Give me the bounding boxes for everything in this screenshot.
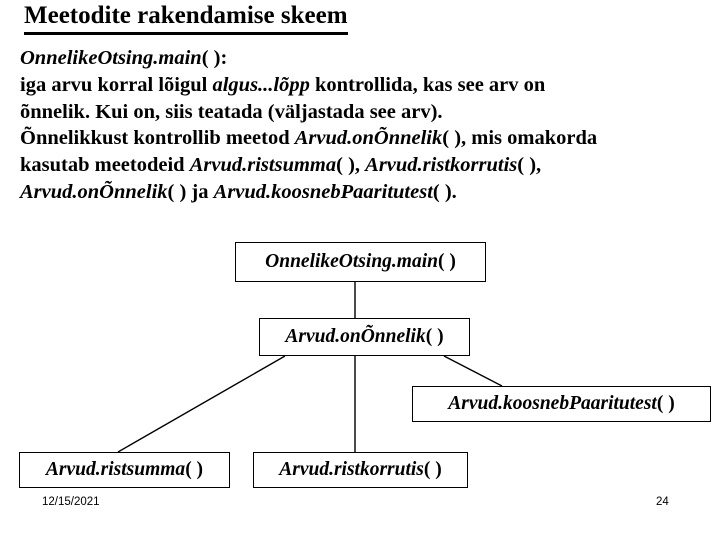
page-title-text: Meetodite rakendamise skeem [24, 1, 348, 35]
body-line: õnnelik. Kui on, siis teatada (väljastad… [20, 99, 710, 126]
body-text-run: ( ) ja [167, 180, 214, 203]
diagram-node-name: Arvud.ristsumma [45, 459, 186, 481]
body-text-italic: Arvud.onÕnnelik [294, 127, 443, 150]
body-text-run: kasutab meetodeid [20, 154, 190, 177]
diagram-node-label: Arvud.koosnebPaaritutest( ) [442, 394, 680, 414]
diagram-node-name: OnnelikeOtsing.main [265, 251, 438, 273]
body-text-run: ( ). [432, 180, 457, 203]
diagram-node-arvud-koosnebpaaritutest[interactable]: Arvud.koosnebPaaritutest( ) [412, 386, 711, 422]
edge-onnelik-to-paaritutest [443, 355, 503, 387]
edge-onnelik-to-ristsumma [117, 355, 286, 453]
diagram-node-arvud-ristsumma[interactable]: Arvud.ristsumma( ) [19, 452, 230, 488]
page-title: Meetodite rakendamise skeem [24, 1, 348, 35]
slide-body-text: OnnelikeOtsing.main( ):iga arvu korral l… [20, 45, 710, 206]
diagram-node-label: Arvud.onÕnnelik( ) [279, 327, 449, 347]
body-text-italic: Arvud.ristsumma [189, 154, 337, 177]
diagram-node-label: Arvud.ristkorrutis( ) [273, 460, 448, 480]
body-line: Arvud.onÕnnelik( ) ja Arvud.koosnebPaari… [20, 179, 710, 206]
diagram-node-parens: ( ) [185, 459, 204, 481]
body-text-run: iga arvu korral lõigul [20, 73, 213, 96]
diagram-node-name: Arvud.ristkorrutis [279, 459, 424, 481]
diagram-node-name: Arvud.onÕnnelik [285, 326, 426, 348]
body-text-italic: Arvud.ristkorrutis [365, 154, 518, 177]
body-text-italic: Arvud.onÕnnelik [20, 180, 168, 203]
diagram-node-parens: ( ) [437, 251, 456, 273]
diagram-node-parens: ( ) [425, 326, 444, 348]
body-text-run: ( ), [517, 154, 542, 177]
diagram-node-arvud-onnelik[interactable]: Arvud.onÕnnelik( ) [259, 318, 470, 356]
body-text-run: õnnelik. Kui on, siis teatada (väljastad… [20, 100, 443, 123]
body-line: Õnnelikkust kontrollib meetod Arvud.onÕn… [20, 125, 710, 152]
diagram-node-parens: ( ) [423, 459, 442, 481]
body-text-run: ( ): [201, 47, 228, 69]
body-line: OnnelikeOtsing.main( ): [20, 45, 710, 72]
body-text-italic: OnnelikeOtsing.main [20, 47, 202, 69]
body-text-run: ( ), mis omakorda [442, 127, 598, 150]
diagram-node-label: OnnelikeOtsing.main( ) [259, 252, 462, 272]
body-text-run: ( ), [336, 154, 366, 177]
footer-date: 12/15/2021 [42, 496, 100, 508]
body-text-italic: algus...lõpp [212, 73, 310, 96]
body-text-italic: Arvud.koosnebPaaritutest [213, 180, 433, 203]
diagram-node-onnelikeotsing-main[interactable]: OnnelikeOtsing.main( ) [235, 242, 486, 282]
body-text-run: kontrollida, kas see arv on [309, 73, 546, 96]
body-line: iga arvu korral lõigul algus...lõpp kont… [20, 72, 710, 99]
body-text-run: Õnnelikkust kontrollib meetod [20, 127, 295, 150]
diagram-node-label: Arvud.ristsumma( ) [40, 460, 209, 480]
diagram-node-name: Arvud.koosnebPaaritutest [448, 393, 657, 415]
body-line: kasutab meetodeid Arvud.ristsumma( ), Ar… [20, 152, 710, 179]
diagram-node-arvud-ristkorrutis[interactable]: Arvud.ristkorrutis( ) [253, 452, 468, 488]
footer-page-number: 24 [656, 496, 669, 508]
diagram-node-parens: ( ) [656, 393, 675, 415]
